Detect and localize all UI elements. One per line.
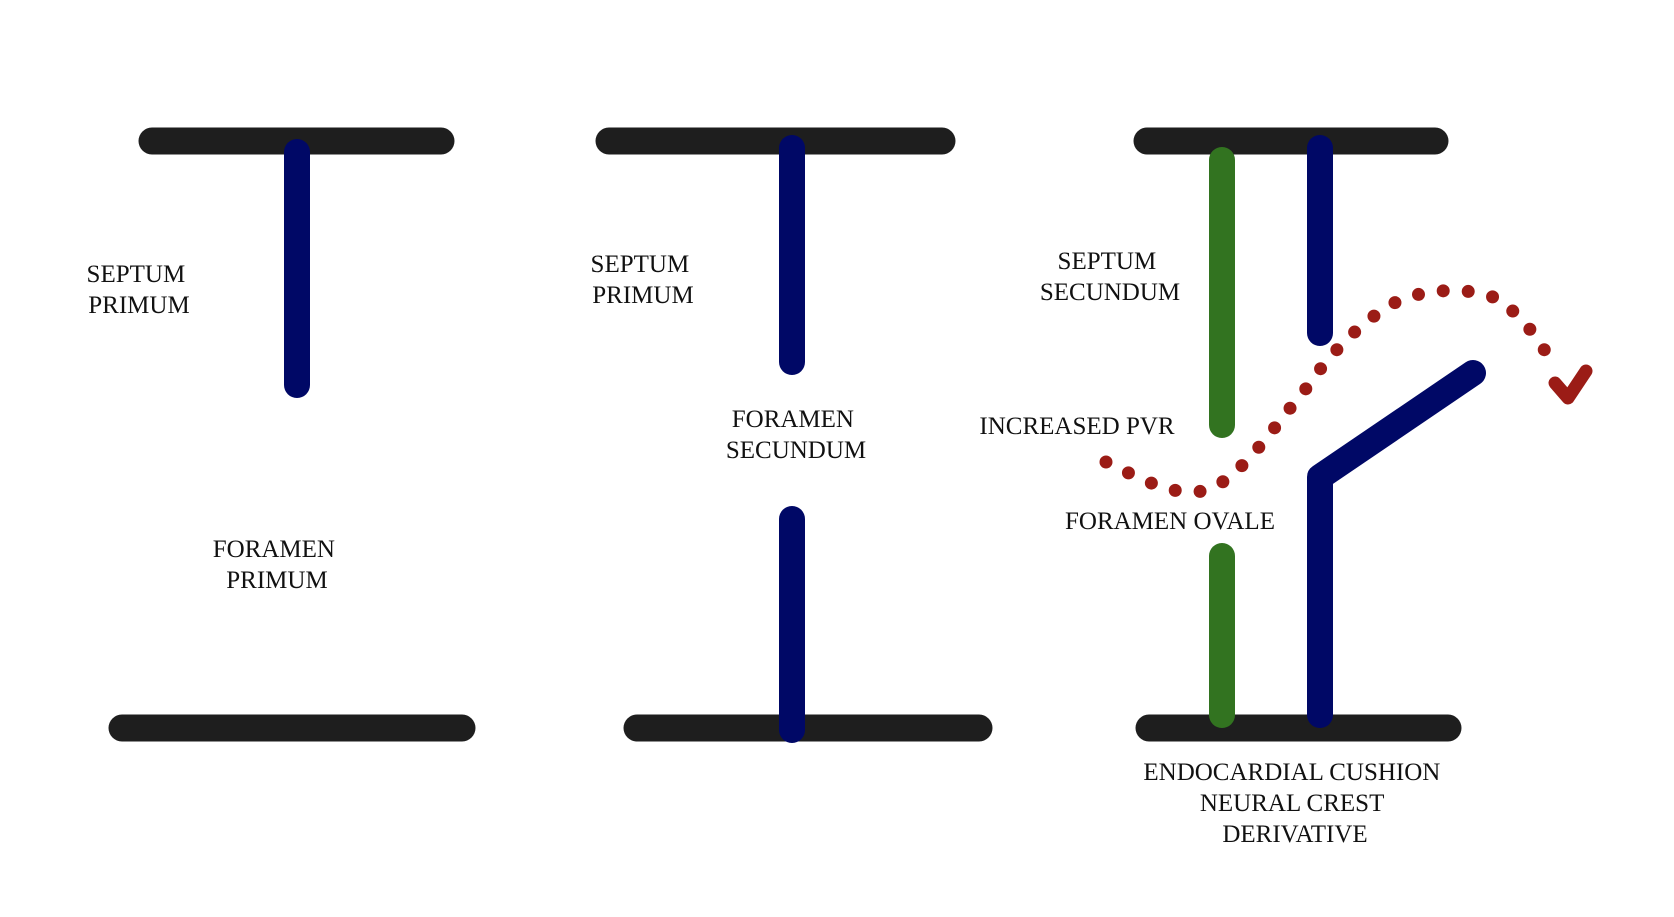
label-line: SEPTUM	[87, 261, 186, 288]
foramen-primum-label: FORAMEN PRIMUM	[213, 536, 342, 594]
label-line: NEURAL CREST	[1200, 790, 1384, 817]
increased-pvr-label: INCREASED PVR	[979, 413, 1174, 440]
label-line: PRIMUM	[592, 282, 693, 309]
foramen-secundum-label: FORAMEN SECUNDUM	[726, 406, 866, 464]
label-line: PRIMUM	[88, 292, 189, 319]
septum-primum-label: SEPTUM PRIMUM	[591, 251, 696, 309]
label-line: ENDOCARDIAL CUSHION	[1143, 759, 1440, 786]
septum-primum-flap	[1307, 360, 1486, 728]
label-line: SECUNDUM	[726, 437, 866, 464]
septum-secundum-label: SEPTUM SECUNDUM	[1040, 248, 1180, 306]
label-line: PRIMUM	[226, 567, 327, 594]
label-line: FORAMEN	[732, 406, 854, 433]
label-line: SEPTUM	[1058, 248, 1157, 275]
label-line: SEPTUM	[591, 251, 690, 278]
panel-3: SEPTUM SECUNDUM INCREASED PVR FORAMEN OV…	[979, 127, 1593, 848]
flow-arrowhead-icon	[1548, 364, 1593, 405]
septum-primum-label: SEPTUM PRIMUM	[87, 261, 192, 319]
panel-1: SEPTUM PRIMUM FORAMEN PRIMUM	[87, 127, 476, 742]
foramen-ovale-label: FORAMEN OVALE	[1065, 508, 1275, 535]
endocardial-cushion-label: ENDOCARDIAL CUSHION NEURAL CREST DERIVAT…	[1143, 759, 1446, 848]
label-line: SECUNDUM	[1040, 279, 1180, 306]
flow-arrow-dotted-path	[1099, 284, 1562, 499]
panel-2: SEPTUM PRIMUM FORAMEN SECUNDUM	[591, 127, 993, 743]
label-line: DERIVATIVE	[1222, 821, 1367, 848]
label-line: FORAMEN	[213, 536, 335, 563]
